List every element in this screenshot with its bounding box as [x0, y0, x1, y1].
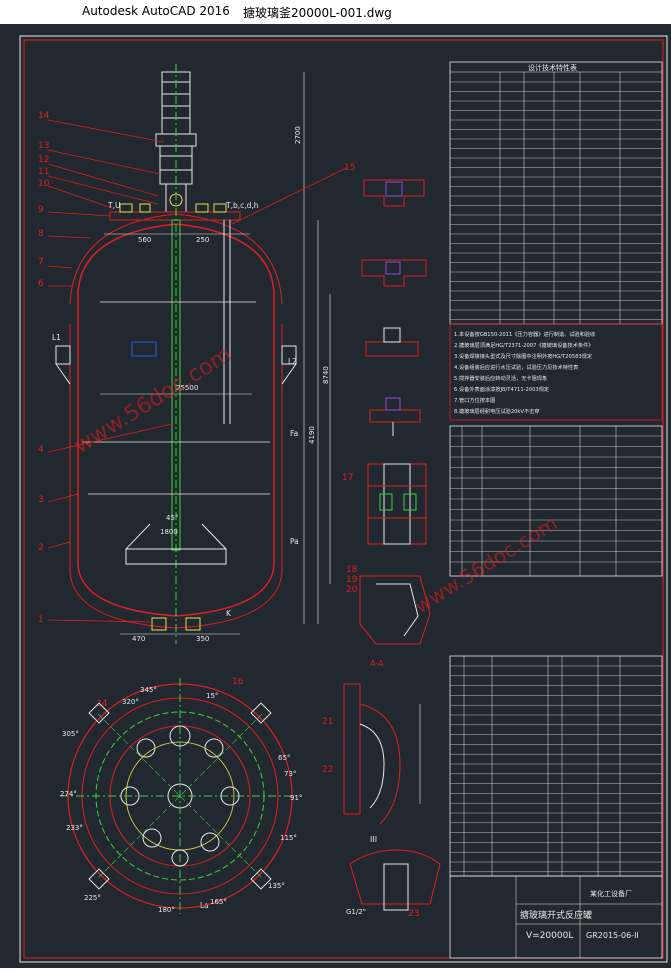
- parts-list: [449, 655, 663, 877]
- nozzle-label-tbcdh: T,b,c,d,h: [225, 201, 259, 210]
- nozzle-label-l2: L2: [288, 357, 297, 366]
- callout-3: 3: [38, 495, 44, 505]
- technical-notes: 1.本设备按GB150-2011《压力容器》进行制造、试验和验收 2.搪玻璃层须…: [449, 323, 663, 421]
- angle-225: 225°: [84, 894, 101, 902]
- agitator-shaft: [171, 219, 181, 551]
- tech-spec-rows: [450, 81, 662, 320]
- parts-list-rows: [450, 665, 662, 872]
- angle-65: 65°: [278, 754, 290, 762]
- window-title-bar: Autodesk AutoCAD 2016 搪玻璃釜20000L-001.dwg: [0, 0, 671, 24]
- drawing-canvas[interactable]: 2700 560 250 25500 4190 8740 1800 45° 47…: [0, 24, 671, 968]
- tech-note-5: 5.搅拌器安装后应转动灵活，无卡阻现象: [454, 374, 547, 382]
- tech-note-8: 8.搪玻璃层经耐电压试验20kV不击穿: [454, 407, 540, 415]
- callout-8: 8: [38, 229, 44, 239]
- dim-250: 250: [196, 236, 209, 244]
- dim-350: 350: [196, 635, 209, 643]
- top-flange: [109, 211, 241, 221]
- watermark-2: www.56doc.com: [410, 511, 562, 618]
- angle-233: 233°: [66, 824, 83, 832]
- angle-73: 73°: [284, 770, 296, 778]
- watermark-1: www.56doc.com: [70, 342, 236, 459]
- nozzle-label-fa: Fa: [290, 429, 298, 438]
- nozzle-label-l1: L1: [52, 333, 61, 342]
- callout-23: 23: [408, 909, 419, 919]
- parts-list-title: 设计技术特性表: [528, 63, 577, 72]
- angle-320: 320°: [122, 698, 139, 706]
- callout-10: 10: [38, 179, 50, 189]
- callout-numbers: 14 13 12 11 10 9 8 7 6 4 3 2 1 15 16 17 …: [38, 111, 419, 919]
- outer-frame: [19, 35, 668, 963]
- dim-560: 560: [138, 236, 151, 244]
- callout-19: 19: [346, 575, 358, 585]
- tech-note-4: 4.设备组装后应进行水压试验，试验压力见技术特性表: [454, 363, 579, 371]
- detail-views: A-A III G1/2": [343, 179, 441, 916]
- dim-1800: 1800: [160, 528, 178, 536]
- callout-21: 21: [322, 717, 333, 727]
- callout-14: 14: [38, 111, 50, 121]
- callout-15: 15: [344, 163, 355, 173]
- callout-11: 11: [38, 167, 49, 177]
- title-volume: V=20000L: [526, 931, 573, 941]
- plan-view: 320° 345° 15° 305° 65° 73° 274° 91° 233°…: [60, 678, 302, 914]
- section-g12-label: G1/2": [346, 908, 366, 916]
- tech-note-6: 6.设备外表面涂漆按JB/T4711-2003规定: [454, 385, 549, 393]
- callout-7: 7: [38, 257, 44, 267]
- app-title: Autodesk AutoCAD 2016: [82, 4, 230, 18]
- callout-22: 22: [322, 765, 333, 775]
- angle-91: 91°: [290, 794, 302, 802]
- vessel-elevation: 2700 560 250 25500 4190 8740 1800 45° 47…: [55, 64, 331, 644]
- nozzle-label-tu: T,U: [107, 201, 120, 210]
- nozzle-label-pa: Pa: [290, 537, 299, 546]
- tech-note-7: 7.管口方位按本图: [454, 396, 495, 404]
- callout-16: 16: [232, 677, 244, 687]
- nozzle-labels: T,b,c,d,h T,U L2 L1 Fa Pa K La: [52, 201, 299, 910]
- title-name: 搪玻璃开式反应罐: [520, 909, 592, 921]
- callout-leaders: [47, 119, 347, 623]
- inner-frame: [23, 39, 664, 959]
- callout-17: 17: [342, 473, 353, 483]
- dim-4190: 4190: [308, 426, 316, 444]
- angle-274: 274°: [60, 790, 77, 798]
- angle-115: 115°: [280, 834, 297, 842]
- dim-25500: 25500: [176, 384, 198, 392]
- callout-4: 4: [38, 445, 44, 455]
- nozzle-label-k: K: [226, 609, 232, 618]
- callout-2: 2: [38, 543, 44, 553]
- callout-9: 9: [38, 205, 44, 215]
- callout-20: 20: [346, 585, 358, 595]
- nozzle-table-rows: [450, 435, 662, 563]
- callout-13: 13: [38, 141, 49, 151]
- title-company: 某化工设备厂: [590, 889, 632, 898]
- agitator-blade: [125, 548, 227, 565]
- callout-6: 6: [38, 279, 44, 289]
- section-iii-label: III: [370, 835, 377, 844]
- tech-spec-table: 设计技术特性表: [449, 61, 663, 325]
- angle-135: 135°: [268, 882, 285, 890]
- angle-305: 305°: [62, 730, 79, 738]
- angle-180: 180°: [158, 906, 175, 914]
- dim-2700: 2700: [294, 126, 302, 144]
- angle-15: 15°: [206, 692, 218, 700]
- angle-165: 165°: [210, 898, 227, 906]
- dim-45deg: 45°: [166, 514, 178, 522]
- tech-note-3: 3.设备焊接接头型式及尺寸除图中注明外按HG/T20583规定: [454, 352, 592, 360]
- callout-18: 18: [346, 565, 358, 575]
- file-name: 搪玻璃釜20000L-001.dwg: [243, 6, 392, 20]
- title-drawing-no: GR2015-06-II: [586, 931, 639, 940]
- tech-note-2: 2.搪玻璃层须满足HG/T2371-2007《搪玻璃设备技术条件》: [454, 341, 593, 349]
- dim-470: 470: [132, 635, 145, 643]
- angle-345: 345°: [140, 686, 157, 694]
- tech-note-1: 1.本设备按GB150-2011《压力容器》进行制造、试验和验收: [454, 330, 595, 338]
- section-aa-label: A-A: [370, 659, 384, 668]
- title-block: 搪玻璃开式反应罐 V=20000L GR2015-06-II 某化工设备厂: [449, 875, 663, 959]
- callout-12: 12: [38, 155, 49, 165]
- cad-drawing[interactable]: 2700 560 250 25500 4190 8740 1800 45° 47…: [0, 24, 671, 968]
- dim-8740: 8740: [322, 366, 330, 384]
- callout-24: 24: [96, 699, 108, 709]
- nozzle-table: [449, 425, 663, 577]
- callout-1: 1: [38, 615, 44, 625]
